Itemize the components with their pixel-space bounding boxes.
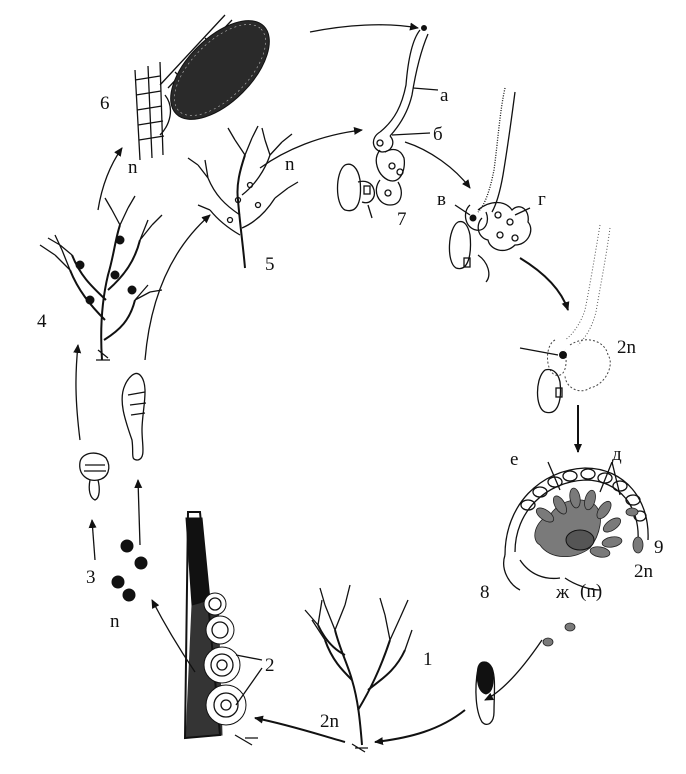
stage-5-drawing (187, 125, 299, 269)
stage-7-drawing (336, 25, 429, 219)
label-stage-9: 9 (654, 537, 664, 558)
label-stage-5: 5 (265, 254, 275, 275)
label-zh: ж (556, 582, 570, 603)
label-g: г (538, 189, 546, 210)
stage-8-drawing (503, 461, 649, 591)
label-stage-4: 4 (37, 311, 47, 332)
leader-b (391, 132, 431, 136)
label-ploidy-2n-9: 2n (634, 561, 653, 582)
cycle-arrows (73, 22, 582, 746)
label-stage-8: 8 (480, 582, 490, 603)
label-ploidy-n-6: n (128, 157, 138, 178)
label-stage-2: 2 (265, 655, 275, 676)
label-stage-3: 3 (86, 567, 96, 588)
stage-3-drawing (111, 539, 148, 602)
label-b: б (433, 124, 443, 145)
germlings-drawing (79, 372, 147, 501)
carpospores-drawing (475, 622, 576, 726)
label-zh-n: (n) (580, 581, 603, 602)
label-ploidy-n-3: n (110, 611, 120, 632)
label-stage-7: 7 (397, 209, 407, 230)
label-d: д (612, 444, 622, 465)
stage-7b-drawing (448, 87, 532, 283)
label-a: а (440, 85, 449, 106)
label-e: е (510, 449, 519, 470)
stage-6-drawing (134, 14, 270, 161)
leader-a (412, 87, 439, 91)
stage-2-drawing (183, 511, 263, 746)
stage-1-drawing (304, 584, 413, 753)
label-stage-6: 6 (100, 93, 110, 114)
label-ploidy-2n-1: 2n (320, 711, 339, 732)
label-ploidy-2n-zygote: 2n (617, 337, 636, 358)
stage-7c-drawing (519, 224, 611, 414)
label-v: в (437, 189, 446, 210)
label-ploidy-n-5: n (285, 154, 295, 175)
stage-4-drawing (39, 195, 163, 361)
label-stage-1: 1 (423, 649, 433, 670)
